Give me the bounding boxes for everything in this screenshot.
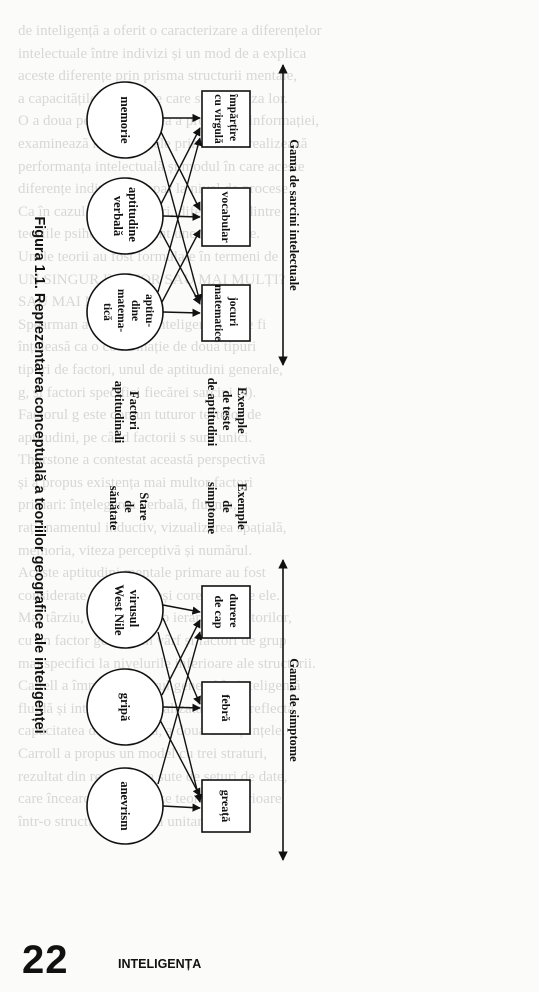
bleed-line: Unele teorii au fost formulate în termen… bbox=[18, 248, 279, 265]
svg-text:durere de cap: durere de cap bbox=[212, 593, 241, 630]
bleed-line: g, și factori specifici fiecărei sarcini… bbox=[18, 384, 257, 401]
range-label: Gama de sarcini intelectuale bbox=[287, 139, 301, 291]
figure-diagram: virusul West Nile gripă anevrism bbox=[31, 64, 301, 861]
panel-health: virusul West Nile gripă anevrism bbox=[86, 482, 301, 861]
factor-circle: anevrism bbox=[86, 767, 164, 845]
example-box: febră bbox=[201, 681, 251, 735]
svg-text:greață: greață bbox=[218, 790, 233, 822]
bleed-line: primari: înțelegerea verbală, fluența, bbox=[18, 497, 237, 514]
example-box: vocabular bbox=[201, 187, 251, 247]
example-box: greață bbox=[201, 779, 251, 833]
page-number: 22 bbox=[22, 938, 69, 982]
example-box: jocuri matematice bbox=[201, 284, 251, 342]
examples-title: Exemple de teste de aptitudini bbox=[205, 378, 249, 447]
bleed-line: tipuri de factori, unul de aptitudini ge… bbox=[18, 361, 283, 378]
svg-text:febră: febră bbox=[219, 694, 233, 721]
panel-intelligence: memorie aptitudine verbală aptitu- bbox=[86, 64, 301, 447]
bleed-line: și a propus existența mai multor factori bbox=[18, 474, 253, 491]
bleed-line: memoria, viteza perceptivă și numărul. bbox=[18, 542, 253, 559]
bleed-line: Carroll a propus un model cu trei stratu… bbox=[18, 746, 268, 762]
examples-title: Exemple de simptome bbox=[205, 482, 249, 535]
factors-title: Stare de sănătate bbox=[107, 486, 151, 531]
bleed-line: aptitudini, pe când factorii s sunt unic… bbox=[18, 429, 253, 446]
svg-text:aptitudine verba: aptitudine verbală bbox=[111, 187, 140, 245]
bleed-line: Factorul g este comun tuturor testelor d… bbox=[18, 407, 262, 424]
bleed-line: mai specifici la nivelurile inferioare a… bbox=[18, 655, 316, 672]
bleed-line: Thurstone a contestat această perspectiv… bbox=[18, 452, 266, 469]
arrows bbox=[157, 604, 203, 812]
svg-text:jocuri matematic: jocuri matematice bbox=[212, 285, 239, 342]
figure-caption: Figura 1.1. Reprezentarea conceptuală a … bbox=[31, 216, 47, 733]
svg-text:memorie: memorie bbox=[118, 96, 132, 144]
example-box: durere de cap bbox=[201, 585, 251, 639]
example-box: împărțire cu virgulă bbox=[201, 90, 251, 148]
bleed-line: raționamentul inductiv, vizualizarea spa… bbox=[18, 520, 287, 537]
factor-circle: gripă bbox=[86, 668, 164, 746]
bleed-line: aceste diferențe prin prisma structurii … bbox=[18, 68, 298, 85]
arrows bbox=[156, 113, 203, 317]
svg-text:vocabular: vocabular bbox=[219, 191, 233, 243]
factor-circle: aptitu- dine matema- tică bbox=[86, 273, 164, 351]
figure-1-1: virusul West Nile gripă anevrism bbox=[5, 20, 520, 930]
factor-circle: memorie bbox=[86, 81, 164, 159]
svg-text:aptitu- dine: aptitu- dine matema- tică bbox=[101, 289, 155, 335]
svg-text:virusul West Nil: virusul West Nile bbox=[112, 584, 141, 635]
bleed-line: Aceste aptitudini mentale primare au fos… bbox=[18, 565, 266, 582]
running-head: INTELIGENȚA bbox=[118, 957, 202, 971]
factor-circle: virusul West Nile bbox=[86, 571, 164, 649]
factor-circle: aptitudine verbală bbox=[86, 177, 164, 255]
bleed-line: de inteligență a oferit o caracterizare … bbox=[18, 23, 322, 39]
bleed-line: UN SINGUR FACTOR SAU MAI MULȚI? bbox=[18, 271, 286, 288]
factors-title: Factori aptitudinali bbox=[112, 381, 141, 444]
svg-text:anevrism: anevrism bbox=[118, 781, 132, 831]
bleed-line: performanța intelectuală și modul în car… bbox=[18, 158, 305, 175]
svg-text:împărțire cu vir: împărțire cu virgulă bbox=[212, 93, 239, 144]
svg-text:gripă: gripă bbox=[118, 693, 132, 722]
bleed-line: intelectuale între indivizi și un mod de… bbox=[18, 45, 307, 62]
range-label: Gama de simptome bbox=[287, 658, 301, 762]
